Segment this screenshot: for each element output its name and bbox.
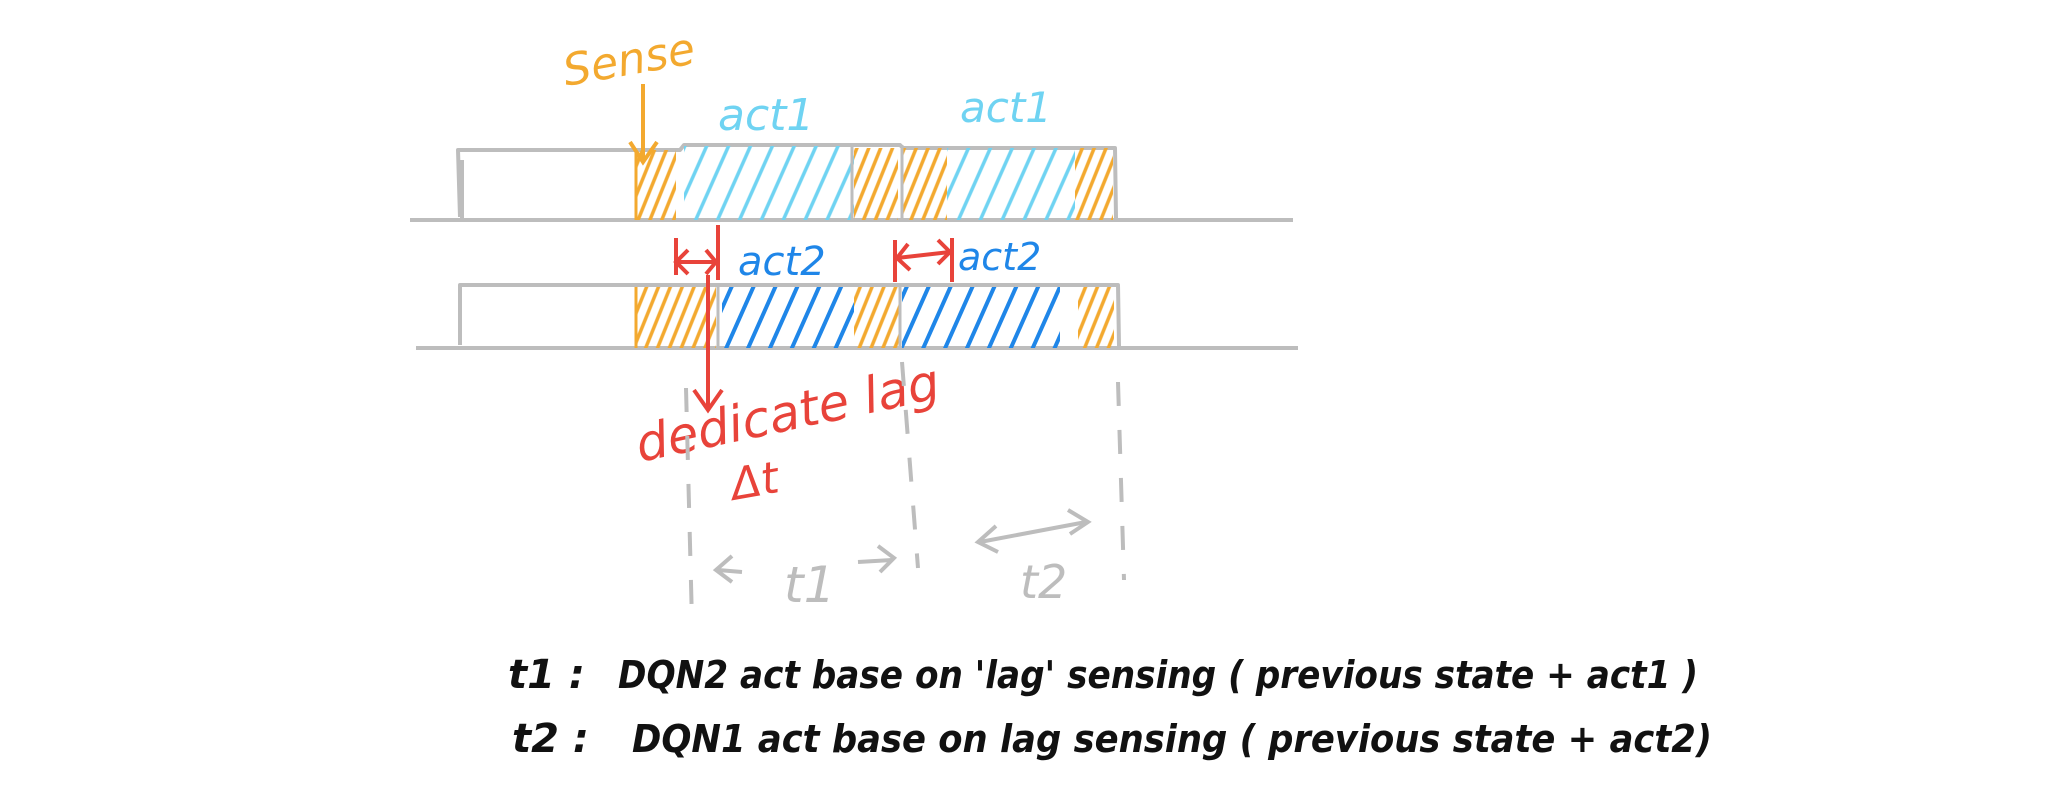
delta-t-label: Δt <box>724 452 784 511</box>
note-t2-text: DQN1 act base on lag sensing ( previous … <box>632 717 1712 761</box>
dashed-guides <box>684 361 1126 623</box>
lag-arrow-2 <box>893 238 954 282</box>
act1-block-2 <box>947 148 1075 220</box>
act1-label-2: act1 <box>960 83 1052 132</box>
act2-block-2 <box>902 287 1060 348</box>
sense-block <box>903 148 947 220</box>
row-2-pulse-outline <box>458 283 1121 347</box>
act1-label-1: act1 <box>718 90 814 141</box>
act1-block-1 <box>684 146 854 220</box>
note-t1-text: DQN2 act base on 'lag' sensing ( previou… <box>618 653 1698 697</box>
row-1-timeline <box>410 143 1293 222</box>
sense-block <box>854 287 900 348</box>
t2-interval <box>974 508 1092 554</box>
lag-arrow-1 <box>673 225 720 280</box>
act2-label-2: act2 <box>958 235 1041 279</box>
notes: t1 : DQN2 act base on 'lag' sensing ( pr… <box>508 652 1712 762</box>
row-2-timeline <box>416 283 1298 350</box>
t2-label: t2 <box>1020 555 1067 609</box>
note-t2-key: t2 : <box>512 716 589 762</box>
sense-label: Sense <box>559 24 699 97</box>
t1-interval <box>712 544 898 584</box>
sense-block <box>1078 287 1114 348</box>
act2-block-1 <box>722 287 854 348</box>
sense-block <box>1075 148 1113 220</box>
act2-label-1: act2 <box>738 239 826 285</box>
sense-block <box>854 148 898 220</box>
note-t1-key: t1 : <box>508 652 585 698</box>
t1-label: t1 <box>784 556 835 614</box>
dedicate-lag-label: dedicate lag <box>630 353 944 474</box>
lag-callout-arrow <box>692 275 724 414</box>
sense-block <box>636 287 716 348</box>
